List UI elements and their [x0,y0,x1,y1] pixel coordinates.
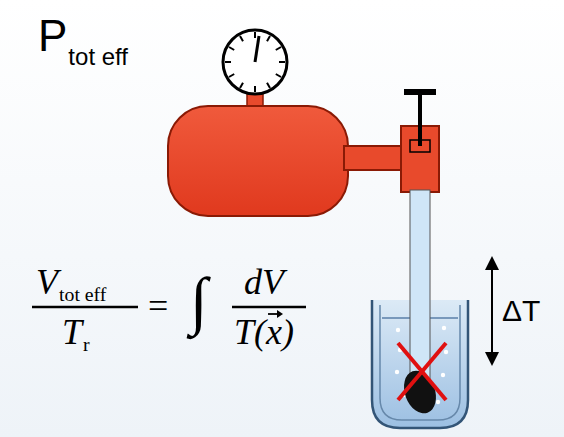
pressure-gauge [223,30,287,94]
bubble [444,350,448,354]
math-symbol: ∫ [190,265,208,336]
math-symbol: T( [234,312,266,352]
subscript: tot eff [59,283,106,305]
bubble [442,326,446,330]
gauge-tick [229,74,234,77]
double-arrow [491,262,493,360]
math-symbol: x [266,312,282,352]
gauge-ticks [225,32,285,92]
cross-mark [398,343,446,400]
arrow-head [485,352,499,366]
bubble [396,328,400,332]
cross-mark [398,343,446,400]
gas-tank [168,106,348,216]
subscript: r [83,333,90,355]
math-symbol: dV [244,262,284,302]
valve-handle [404,89,436,95]
bubble [436,400,440,404]
gauge-tick [254,86,256,92]
gauge-tick [240,36,243,41]
gauge-tick [279,61,285,63]
bubble [441,373,445,377]
pipe [344,146,406,170]
fraction-bar [32,306,138,309]
formula-part: = [148,288,168,324]
heading: Ptot eff [38,14,128,58]
bubble [395,370,399,374]
gauge-tick [267,36,270,41]
formula-part: ∫ [190,268,208,333]
sample-tube [410,190,430,380]
gauge-needle [255,36,259,62]
gauge-tick [267,83,270,88]
gauge-tick [240,83,243,88]
gauge-tick [225,61,231,63]
formula-part: dV [244,264,284,300]
math-symbol: ΔT [502,294,540,327]
math-symbol: V [36,262,58,302]
arrow-head [485,256,499,270]
subscript: tot eff [68,43,128,70]
gauge-tick [229,47,234,50]
title-text: P [38,11,67,60]
gauge-tick [254,32,256,38]
formula-part: ΔT [502,296,540,326]
formula-part: Tr [62,314,90,350]
valve-stem [418,92,422,146]
math-symbol: T [62,312,82,352]
formula-part: Vtot eff [36,264,106,300]
math-symbol: ) [282,312,294,352]
formula-part: T(x) [234,314,294,350]
math-symbol: = [148,286,168,326]
gauge-tick [276,47,281,50]
gauge-tick [276,74,281,77]
fraction-bar [232,306,306,309]
